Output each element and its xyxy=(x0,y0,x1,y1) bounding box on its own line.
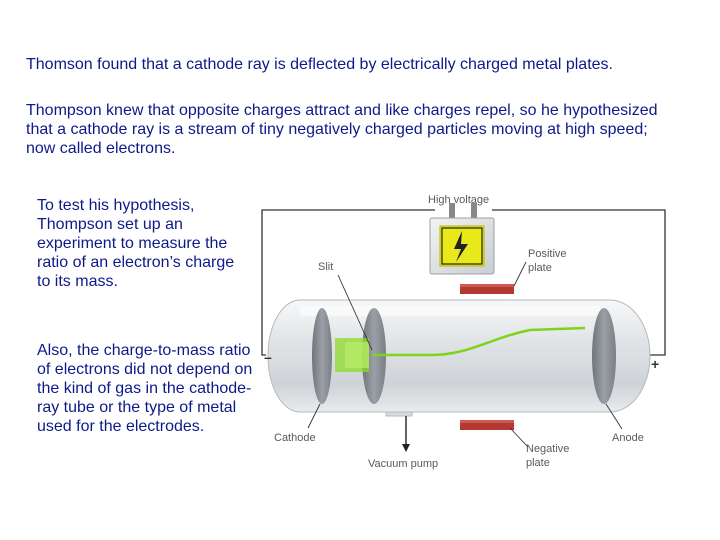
high-voltage-box xyxy=(429,203,495,275)
cathode-leader xyxy=(307,403,321,429)
positive-plate xyxy=(460,284,514,294)
label-positive-plate-line1: Positive xyxy=(528,248,567,260)
slit-leader xyxy=(337,274,373,351)
positive-plate-leader xyxy=(513,261,527,287)
anode-disc xyxy=(592,308,616,404)
label-cathode: Cathode xyxy=(274,432,316,444)
label-positive-plate-line2: plate xyxy=(528,262,552,274)
negative-plate xyxy=(460,420,514,430)
wire-left xyxy=(261,209,435,356)
cathode-ray-beam xyxy=(335,326,586,372)
minus-sign: – xyxy=(264,349,272,365)
label-negative-plate-line2: plate xyxy=(526,457,550,469)
label-anode: Anode xyxy=(612,432,644,444)
cathode-disc xyxy=(312,308,332,404)
paragraph-deflection: Thomson found that a cathode ray is defl… xyxy=(26,56,613,73)
label-high-voltage: High voltage xyxy=(428,194,489,206)
label-negative-plate-line1: Negative xyxy=(526,443,569,455)
label-slit: Slit xyxy=(318,261,333,273)
label-vacuum-pump: Vacuum pump xyxy=(368,458,438,470)
plus-sign: + xyxy=(651,356,659,372)
paragraph-hypothesis: Thompson knew that opposite charges attr… xyxy=(26,102,658,157)
anode-leader xyxy=(605,403,623,430)
paragraph-charge-to-mass: Also, the charge-to-mass ratio of electr… xyxy=(37,342,253,435)
lightning-icon xyxy=(454,231,468,262)
negative-plate-leader xyxy=(509,427,529,448)
wire-right xyxy=(492,209,666,356)
paragraph-experiment: To test his hypothesis, Thompson set up … xyxy=(37,197,235,290)
